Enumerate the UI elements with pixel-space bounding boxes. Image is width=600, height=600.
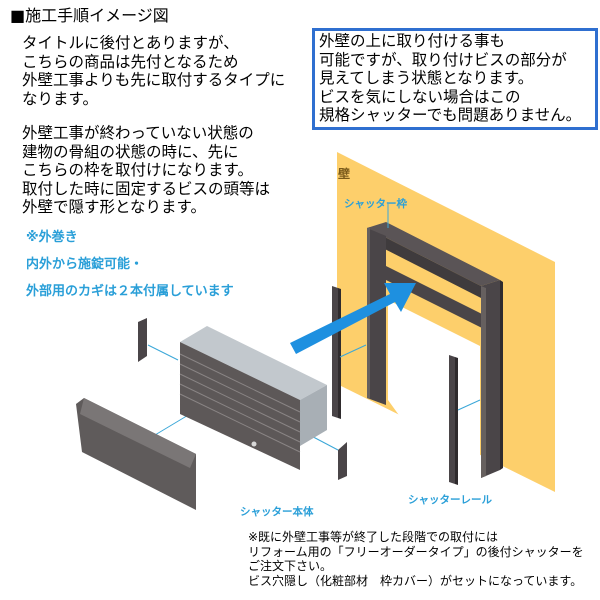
shutter-body — [179, 326, 327, 470]
explanation-text: 外壁工事が終わっていない状態の 建物の骨組の状態の時に、先に こちらの枠を取付け… — [22, 124, 270, 217]
note-line: 規格シャッターでも問題ありません。 — [319, 106, 582, 125]
explanation-line: 外壁工事が終わっていない状態の — [22, 124, 254, 142]
intro-line: タイトルに後付とありますが、 — [22, 34, 239, 52]
feature-item: 内外から施錠可能・ — [26, 257, 144, 272]
intro-text: タイトルに後付とありますが、 こちらの商品は先付となるため 外壁工事よりも先に取… — [22, 34, 285, 108]
footnote-line: ビス穴隠し（化粧部材 枠カバー）がセットになっています。 — [248, 573, 583, 588]
left-rail — [332, 286, 341, 419]
footnote-line: ※既に外壁工事等が終了した段階での取付には — [248, 530, 499, 544]
shutter-rail-label: シャッターレール — [408, 494, 492, 506]
footnote: ※既に外壁工事等が終了した段階での取付には リフォーム用の「フリーオーダータイプ… — [248, 530, 584, 588]
wall-label: 壁 — [338, 167, 351, 181]
note-line: 可能ですが、取り付けビスの部分が — [319, 50, 567, 69]
feature-item: ※外巻き — [26, 230, 78, 245]
shutter-body-label: シャッター本体 — [240, 506, 314, 518]
front-cover — [76, 398, 196, 510]
explanation-line: こちらの枠を取付けになります。 — [22, 161, 253, 179]
intro-line: こちらの商品は先付となるため — [22, 52, 239, 71]
page-title: ■施工手順イメージ図 — [10, 6, 169, 25]
shutter-frame-label: シャッター枠 — [344, 198, 407, 210]
explanation-line: 外壁で隠す形となります。 — [22, 198, 206, 216]
install-direction-arrow[interactable] — [290, 283, 416, 354]
footnote-line: ご注文下さい。 — [248, 559, 333, 573]
shutter-frame — [367, 222, 503, 478]
explanation-line: 取付した時に固定するビスの頭等は — [22, 179, 271, 198]
footnote-line: リフォーム用の「フリーオーダータイプ」の後付シャッターを — [248, 544, 584, 559]
feature-list: ※外巻き 内外から施錠可能・ 外部用のカギは２本付属しています — [26, 224, 234, 305]
left-end-cap — [138, 318, 147, 362]
intro-line: 外壁工事よりも先に取付するタイプに — [22, 71, 286, 89]
note-line: 見えてしまう状態となります。 — [319, 69, 534, 88]
feature-item: 外部用のカギは２本付属しています — [26, 284, 234, 299]
explanation-line: 建物の骨組の状態の時に、先に — [22, 142, 239, 161]
note-box: 外壁の上に取り付ける事も 可能ですが、取り付けビスの部分が 見えてしまう状態とな… — [312, 28, 598, 130]
note-line: ビスを気にしない場合はこの — [319, 87, 521, 106]
right-end-cap — [338, 442, 347, 480]
right-rail — [449, 355, 458, 485]
note-line: 外壁の上に取り付ける事も — [319, 32, 506, 50]
intro-line: なります。 — [22, 89, 98, 108]
